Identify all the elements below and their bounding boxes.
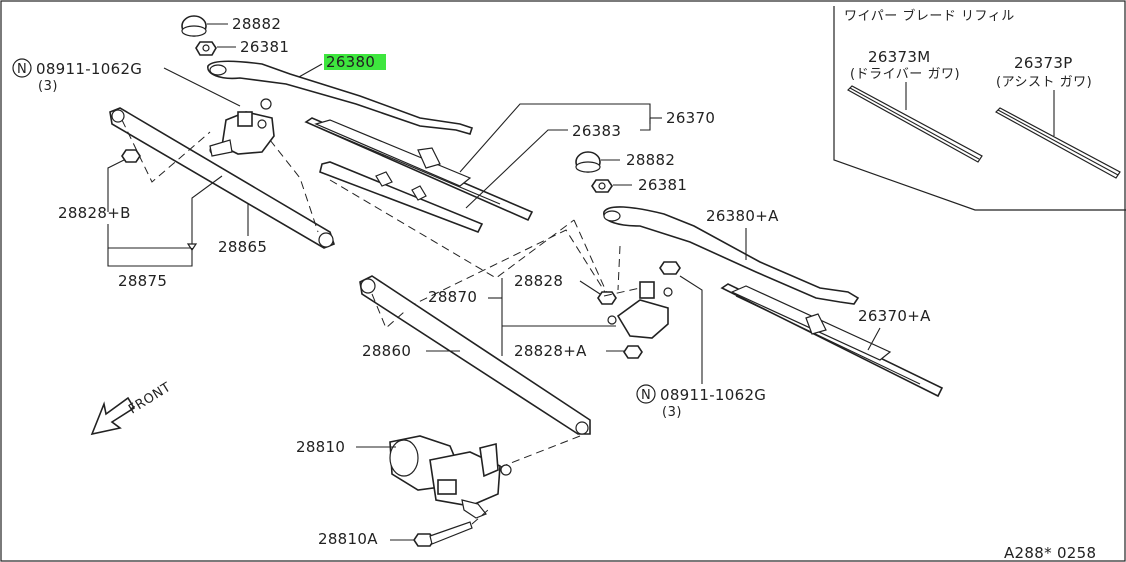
nut-28828B xyxy=(121,149,141,163)
label-26380: 26380 xyxy=(326,53,375,71)
label-26381-top: 26381 xyxy=(240,38,289,56)
label-28828: 28828 xyxy=(514,272,563,290)
label-28810A: 28810A xyxy=(318,530,378,548)
refill-title: ワイパー ブレード リフィル xyxy=(844,8,1015,24)
label-28828A: 28828+A xyxy=(514,342,587,360)
cap-28882-top xyxy=(181,15,207,37)
refill-inset: ワイパー ブレード リフィル 26373M (ドライバー ガワ) 26373P … xyxy=(833,6,1126,211)
nut-28828A xyxy=(623,345,643,359)
nut-26381-mid xyxy=(591,179,613,193)
label-28882-top: 28882 xyxy=(232,15,281,33)
nut-26381-top xyxy=(195,41,217,56)
label-08911-left: 08911-1062G xyxy=(36,60,142,78)
wiper-arm-26380 xyxy=(207,60,474,135)
blade-insert-26383 xyxy=(319,161,484,234)
label-28870: 28870 xyxy=(428,288,477,306)
wiper-blade-right xyxy=(720,283,944,398)
refill-driver-side: (ドライバー ガワ) xyxy=(850,67,960,82)
label-28865: 28865 xyxy=(218,238,267,256)
label-28882-mid: 28882 xyxy=(626,151,675,169)
label-front: FRONT xyxy=(126,380,174,418)
drive-rod-28860 xyxy=(359,275,591,435)
wiper-motor-28810 xyxy=(389,435,512,519)
bolt-28810A xyxy=(413,521,473,547)
label-28810: 28810 xyxy=(296,438,345,456)
label-26380A: 26380+A xyxy=(706,207,779,225)
label-08911-right: 08911-1062G xyxy=(660,386,766,404)
refill-assist-side: (アシスト ガワ) xyxy=(996,75,1092,90)
label-08911-right-qty: (3) xyxy=(662,405,682,420)
n-symbol-left xyxy=(12,58,32,78)
refill-assist-part: 26373P xyxy=(1014,54,1073,72)
pivot-right xyxy=(607,261,681,339)
label-26370: 26370 xyxy=(666,109,715,127)
label-26370A: 26370+A xyxy=(858,307,931,325)
n-symbol-right xyxy=(636,384,656,404)
label-28875: 28875 xyxy=(118,272,167,290)
reference-code: A288* 0258 xyxy=(1004,544,1096,562)
n-label-right: N xyxy=(641,388,651,403)
cap-28882-mid xyxy=(575,151,601,173)
pivot-left xyxy=(209,98,275,157)
wiper-blade-left xyxy=(304,117,534,222)
label-28828B: 28828+B xyxy=(58,204,131,222)
label-08911-left-qty: (3) xyxy=(38,79,58,94)
highlight-26380 xyxy=(324,54,386,70)
nut-28828 xyxy=(597,291,617,305)
link-rod-28865 xyxy=(109,107,335,249)
front-arrow-icon xyxy=(90,396,136,436)
refill-driver-part: 26373M xyxy=(868,48,930,66)
label-26381-mid: 26381 xyxy=(638,176,687,194)
label-28860: 28860 xyxy=(362,342,411,360)
label-26383: 26383 xyxy=(572,122,621,140)
n-label-left: N xyxy=(17,62,27,77)
wiper-arm-26380A xyxy=(603,206,860,305)
